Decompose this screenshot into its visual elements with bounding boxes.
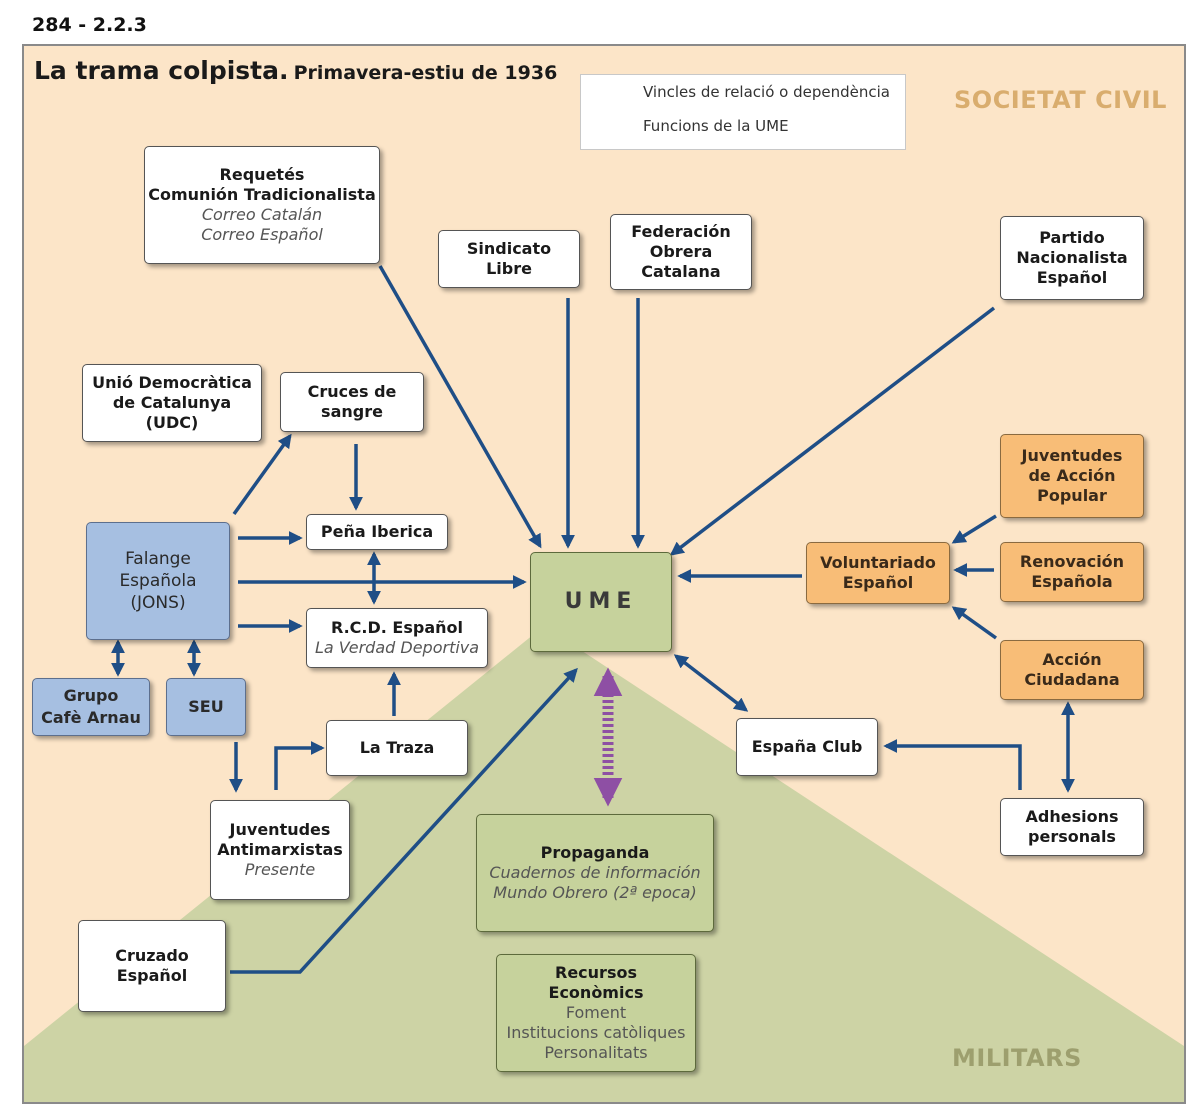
arrow-cruzado-ume bbox=[230, 667, 578, 974]
figure-id: 284 - 2.2.3 bbox=[32, 14, 147, 36]
node-espana-club: España Club bbox=[736, 718, 878, 776]
node-partido-nacionalista: Partido Nacionalista Español bbox=[1000, 216, 1144, 300]
arrow-jap-voluntariado bbox=[951, 514, 997, 544]
arrow-ume-espana-club bbox=[673, 654, 749, 712]
arrow-falange-cruces bbox=[232, 433, 292, 516]
node-juventudes-accion-popular: Juventudes de Acción Popular bbox=[1000, 434, 1144, 518]
node-adhesions-personals: Adhesions personals bbox=[1000, 798, 1144, 856]
node-rcd-espanol: R.C.D. Español La Verdad Deportiva bbox=[306, 608, 488, 668]
legend-relations-label: Vincles de relació o dependència bbox=[643, 83, 890, 101]
region-label-civil: SOCIETAT CIVIL bbox=[954, 86, 1167, 114]
arrow-accion-voluntariado bbox=[951, 606, 998, 640]
title-main: La trama colpista. bbox=[34, 56, 289, 85]
node-seu: SEU bbox=[166, 678, 246, 736]
node-requetes: Requetés Comunión Tradicionalista Correo… bbox=[144, 146, 380, 264]
node-voluntariado-espanol: Voluntariado Español bbox=[806, 542, 950, 604]
node-ume: UME bbox=[530, 552, 672, 652]
node-cruces-de-sangre: Cruces de sangre bbox=[280, 372, 424, 432]
arrow-adhesions-espana-club bbox=[883, 739, 1022, 790]
diagram-title: La trama colpista. Primavera-estiu de 19… bbox=[34, 56, 557, 85]
node-la-traza: La Traza bbox=[326, 720, 468, 776]
node-recursos-economics: Recursos Econòmics Foment Institucions c… bbox=[496, 954, 696, 1072]
legend-ume-functions-label: Funcions de la UME bbox=[643, 117, 789, 135]
arrow-partido-ume bbox=[669, 306, 996, 556]
node-federacion-obrera: Federación Obrera Catalana bbox=[610, 214, 752, 290]
arrow-requetes-ume bbox=[378, 265, 542, 549]
legend: Vincles de relació o dependència Funcion… bbox=[580, 74, 906, 150]
node-pena-iberica: Peña Iberica bbox=[306, 514, 448, 550]
arrow-juventudes-traza bbox=[274, 741, 325, 790]
node-juventudes-antimarxistas: Juventudes Antimarxistas Presente bbox=[210, 800, 350, 900]
node-sindicato-libre: Sindicato Libre bbox=[438, 230, 580, 288]
node-udc: Unió Democràtica de Catalunya (UDC) bbox=[82, 364, 262, 442]
node-grupo-cafe-arnau: Grupo Cafè Arnau bbox=[32, 678, 150, 736]
node-accion-ciudadana: Acción Ciudadana bbox=[1000, 640, 1144, 700]
node-renovacion-espanola: Renovación Española bbox=[1000, 542, 1144, 602]
region-label-military: MILITARS bbox=[952, 1044, 1082, 1072]
title-sub: Primavera-estiu de 1936 bbox=[293, 62, 558, 84]
node-propaganda: Propaganda Cuadernos de información Mund… bbox=[476, 814, 714, 932]
node-cruzado-espanol: Cruzado Español bbox=[78, 920, 226, 1012]
node-falange: Falange Española (JONS) bbox=[86, 522, 230, 640]
diagram-frame: La trama colpista. Primavera-estiu de 19… bbox=[22, 44, 1186, 1104]
